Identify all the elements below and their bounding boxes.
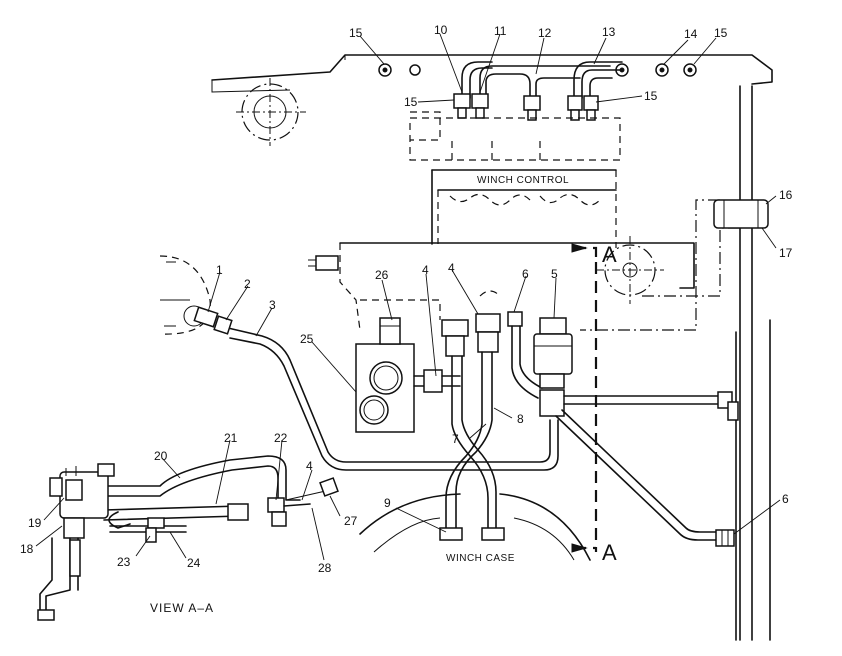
fitting (523, 95, 541, 111)
fitting (567, 95, 583, 111)
callout-11: 11 (494, 24, 507, 38)
top-manifold-plate (211, 54, 773, 93)
lower-left-assembly (37, 455, 339, 621)
section-line (571, 243, 598, 553)
callout-22: 22 (274, 431, 288, 445)
label-winch-case: WINCH CASE (446, 553, 515, 564)
valve-25 (355, 317, 461, 433)
valve-plate (308, 236, 695, 331)
callout-15: 15 (404, 95, 418, 109)
callout-8: 8 (517, 412, 524, 426)
top-fittings (453, 93, 599, 121)
leader-lines (35, 33, 781, 561)
line-3 (227, 327, 559, 471)
callout-25: 25 (300, 332, 314, 346)
callout-5: 5 (551, 267, 558, 281)
callout-12: 12 (538, 26, 552, 40)
callout-4: 4 (448, 261, 455, 275)
callout-3: 3 (269, 298, 276, 312)
fitting (453, 93, 471, 109)
section-marker-top: A (602, 242, 617, 267)
callout-6: 6 (522, 267, 529, 281)
section-marker-bottom: A (602, 540, 617, 565)
callout-28: 28 (318, 561, 332, 575)
fitting (471, 93, 489, 109)
callout-10: 10 (434, 23, 448, 37)
callout-16: 16 (779, 188, 793, 202)
upper-left-bore (236, 78, 306, 146)
callout-4: 4 (306, 459, 313, 473)
callout-4: 4 (422, 263, 429, 277)
diagram-labels: WINCH CONTROL WINCH CASE VIEW A–A A A (150, 175, 617, 615)
callout-26: 26 (375, 268, 389, 282)
callouts: 15 10 11 12 13 14 15 15 15 16 17 1 2 3 2… (20, 23, 793, 575)
callout-2: 2 (244, 277, 251, 291)
callout-6: 6 (782, 492, 789, 506)
valve-5 (507, 311, 739, 547)
winch-control-block (409, 111, 621, 248)
callout-24: 24 (187, 556, 201, 570)
callout-15: 15 (714, 26, 728, 40)
callout-20: 20 (154, 449, 168, 463)
callout-15: 15 (349, 26, 363, 40)
callout-23: 23 (117, 555, 131, 569)
coupler-16 (713, 199, 769, 229)
manifold-bolt (409, 64, 421, 76)
winch-case (359, 493, 591, 561)
callout-18: 18 (20, 542, 34, 556)
label-winch-control: WINCH CONTROL (477, 175, 569, 186)
crossing-lines (439, 313, 505, 541)
callout-21: 21 (224, 431, 238, 445)
callout-19: 19 (28, 516, 42, 530)
callout-27: 27 (344, 514, 358, 528)
upper-right-lines (580, 199, 771, 641)
label-view: VIEW A–A (150, 601, 214, 615)
control-lines (461, 61, 753, 641)
callout-15: 15 (644, 89, 658, 103)
callout-1: 1 (216, 263, 223, 277)
callout-14: 14 (684, 27, 698, 41)
callout-7: 7 (452, 432, 459, 446)
fitting (583, 95, 599, 111)
callout-17: 17 (779, 246, 793, 260)
fittings-1-2 (193, 306, 233, 335)
callout-9: 9 (384, 496, 391, 510)
callout-13: 13 (602, 25, 616, 39)
